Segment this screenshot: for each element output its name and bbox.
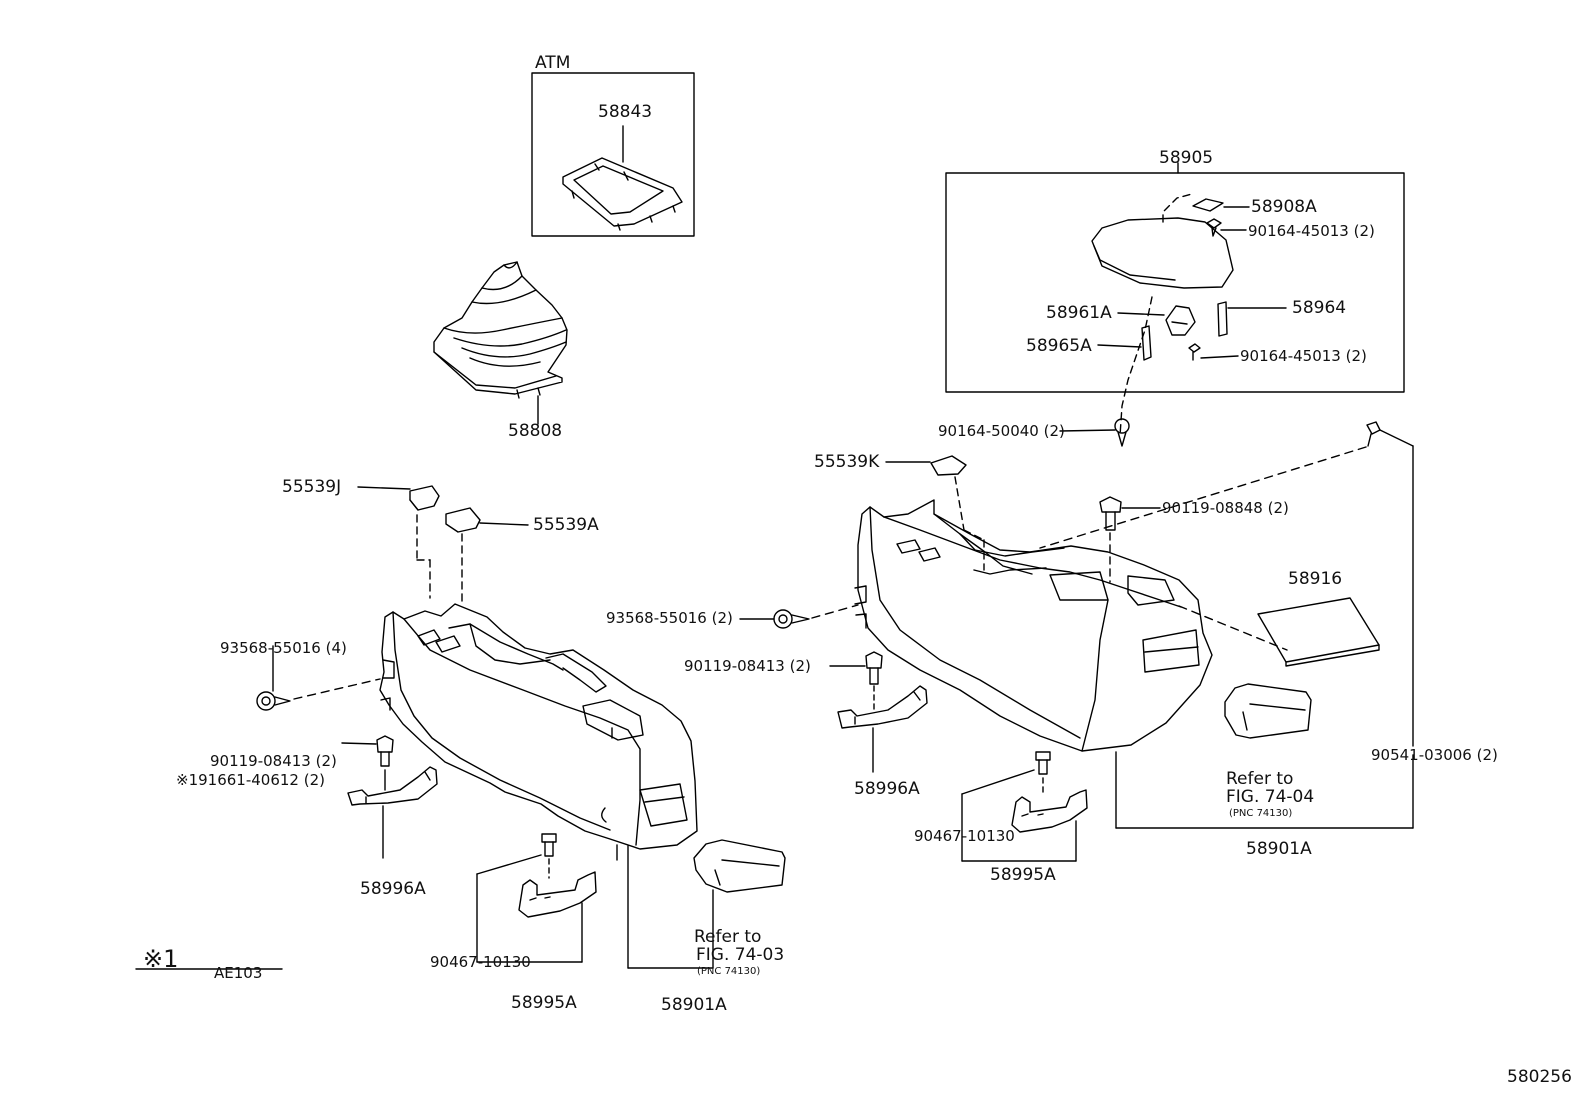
right-bracket2-label: 58995A (990, 865, 1056, 885)
part-58908a-label: 58908A (1251, 197, 1317, 217)
right-refer-line1: Refer to (1226, 769, 1294, 789)
bolt-top-label: 90119-08848 (2) (1162, 499, 1289, 517)
screw-big-label: 90164-50040 (2) (938, 422, 1065, 440)
right-refer-line2: FIG. 74-04 (1226, 787, 1315, 807)
right-refer-line3: (PNC 74130) (1229, 808, 1293, 819)
right-screw-label: 93568-55016 (2) (606, 609, 733, 627)
spring-58965a (1097, 325, 1152, 361)
armrest-inset-box (945, 172, 1405, 393)
screw-top-label: 90164-45013 (2) (1248, 222, 1375, 240)
screw-90164-top (1206, 218, 1247, 237)
latch-58961a (1117, 305, 1196, 336)
armrest-lid (1091, 193, 1234, 437)
left-screw-93568 (256, 645, 381, 711)
footnote-code: AE103 (214, 964, 263, 982)
left-refer-line2: FIG. 74-03 (696, 945, 785, 965)
part-58964-label: 58964 (1292, 298, 1347, 318)
right-bracket-58996a (837, 685, 928, 773)
footnote-mark: ※1 (143, 945, 179, 973)
left-bolt-alt-label: ※191661-40612 (2) (176, 771, 325, 789)
left-refer-line3: (PNC 74130) (697, 966, 761, 977)
part-58916-label: 58916 (1288, 569, 1343, 589)
right-clip-label: 90467-10130 (914, 827, 1015, 845)
armrest-assembly-label: 58905 (1159, 148, 1214, 168)
screw-mid-label: 90164-45013 (2) (1240, 347, 1367, 365)
bolt-90119-08848 (1099, 496, 1161, 583)
left-bracket-58996a (347, 766, 438, 859)
left-console-body (379, 603, 714, 969)
part-58965a-label: 58965A (1026, 336, 1092, 356)
left-console-label: 58901A (661, 995, 727, 1015)
left-bracket-label: 58996A (360, 879, 426, 899)
switch-cover-55539k (885, 455, 985, 571)
part-55539j-label: 55539J (282, 477, 342, 497)
shift-bezel-part (562, 125, 683, 231)
right-screw-93568 (739, 604, 859, 629)
left-refer-line1: Refer to (694, 927, 762, 947)
right-clip-90467 (961, 751, 1051, 862)
left-bolt-label: 90119-08413 (2) (210, 752, 337, 770)
left-bracket2-label: 58995A (511, 993, 577, 1013)
atm-inset-box (531, 72, 695, 237)
right-bracket-label: 58996A (854, 779, 920, 799)
left-bracket-58995a (476, 871, 597, 963)
right-cup-holder (1224, 683, 1312, 739)
right-console-body (854, 499, 1414, 829)
right-bracket-58995a (961, 789, 1088, 862)
atm-label: ATM (535, 53, 571, 73)
part-55539k-label: 55539K (814, 452, 880, 472)
shift-boot-part (433, 261, 568, 425)
mat-58916 (1257, 597, 1380, 667)
switch-cover-55539j (357, 485, 440, 599)
screw-90164-mid (1188, 343, 1239, 361)
page-code: 580256 (1507, 1067, 1572, 1087)
left-clip-label: 90467-10130 (430, 953, 531, 971)
left-bolt-90119 (341, 735, 394, 791)
left-cup-holder (693, 839, 786, 893)
switch-cover-55539a (445, 507, 529, 604)
part-58843-label: 58843 (598, 102, 653, 122)
hinge-58908a (1192, 198, 1250, 212)
latch-58964 (1217, 301, 1287, 337)
left-clip-90467 (476, 833, 557, 963)
left-screw-label: 93568-55016 (4) (220, 639, 347, 657)
part-58808-label: 58808 (508, 421, 563, 441)
screw-90164-50040 (1059, 418, 1130, 447)
part-55539a-label: 55539A (533, 515, 599, 535)
part-58961a-label: 58961A (1046, 303, 1112, 323)
right-bolt-90119 (829, 651, 883, 711)
right-bolt-label: 90119-08413 (2) (684, 657, 811, 675)
pin-90541 (1039, 421, 1414, 829)
pin-label: 90541-03006 (2) (1371, 746, 1498, 764)
right-console-label: 58901A (1246, 839, 1312, 859)
